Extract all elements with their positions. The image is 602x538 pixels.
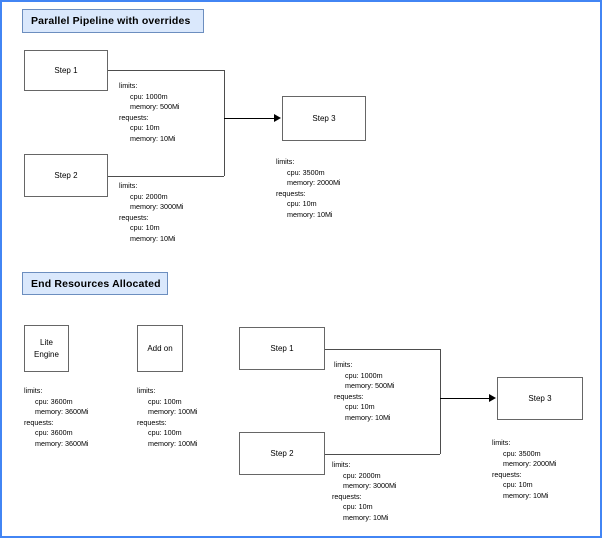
node-top-step-1[interactable]: Step 1 bbox=[24, 50, 108, 91]
node-top-step-2[interactable]: Step 2 bbox=[24, 154, 108, 197]
node-bottom-step-3-label: Step 3 bbox=[528, 393, 552, 403]
section-header-end-resources: End Resources Allocated bbox=[22, 272, 168, 295]
resources-top-step-3: limits: cpu: 3500m memory: 2000Mi reques… bbox=[276, 157, 341, 221]
limits-label: limits: bbox=[24, 386, 43, 395]
node-lite-engine[interactable]: Lite Engine bbox=[24, 325, 69, 372]
limits-memory: memory: 3600Mi bbox=[35, 407, 89, 417]
requests-label: requests: bbox=[276, 188, 306, 198]
node-add-on-label: Add on bbox=[147, 343, 173, 353]
connector-bottom-arrow-head bbox=[489, 394, 496, 402]
requests-cpu: cpu: 10m bbox=[130, 123, 160, 133]
resources-bottom-step-3: limits: cpu: 3500m memory: 2000Mi reques… bbox=[492, 438, 557, 502]
connector-top-arrow-head bbox=[274, 114, 281, 122]
limits-memory: memory: 2000Mi bbox=[287, 178, 341, 188]
connector-top-step2-horizontal bbox=[108, 176, 224, 177]
section-header-end-resources-label: End Resources Allocated bbox=[31, 277, 161, 290]
limits-memory: memory: 3000Mi bbox=[343, 481, 397, 491]
node-add-on[interactable]: Add on bbox=[137, 325, 183, 372]
node-bottom-step-1-label: Step 1 bbox=[270, 343, 294, 353]
limits-label: limits: bbox=[137, 386, 156, 395]
limits-cpu: cpu: 1000m bbox=[130, 91, 168, 101]
connector-top-arrow-line bbox=[224, 118, 274, 119]
limits-cpu: cpu: 3500m bbox=[503, 448, 541, 458]
connector-bottom-arrow-line bbox=[440, 398, 489, 399]
resources-bottom-step-2: limits: cpu: 2000m memory: 3000Mi reques… bbox=[332, 460, 397, 524]
connector-bottom-junction-vertical bbox=[440, 349, 441, 454]
requests-memory: memory: 10Mi bbox=[343, 512, 389, 522]
limits-label: limits: bbox=[334, 360, 353, 369]
requests-memory: memory: 10Mi bbox=[345, 412, 391, 422]
requests-label: requests: bbox=[332, 491, 362, 501]
node-lite-engine-label-line2: Engine bbox=[34, 349, 59, 359]
requests-label: requests: bbox=[24, 417, 54, 427]
section-header-parallel-pipeline-label: Parallel Pipeline with overrides bbox=[31, 15, 191, 27]
resources-top-step-1: limits: cpu: 1000m memory: 500Mi request… bbox=[119, 81, 180, 145]
requests-cpu: cpu: 10m bbox=[287, 199, 317, 209]
limits-cpu: cpu: 2000m bbox=[343, 470, 381, 480]
requests-memory: memory: 10Mi bbox=[130, 133, 176, 143]
connector-bottom-step2-horizontal bbox=[325, 454, 440, 455]
limits-cpu: cpu: 1000m bbox=[345, 370, 383, 380]
requests-cpu: cpu: 10m bbox=[343, 502, 373, 512]
node-top-step-1-label: Step 1 bbox=[54, 65, 78, 75]
limits-memory: memory: 500Mi bbox=[345, 381, 395, 391]
requests-label: requests: bbox=[137, 417, 167, 427]
limits-cpu: cpu: 100m bbox=[148, 396, 182, 406]
requests-cpu: cpu: 10m bbox=[345, 402, 375, 412]
resources-add-on: limits: cpu: 100m memory: 100Mi requests… bbox=[137, 386, 198, 450]
node-top-step-2-label: Step 2 bbox=[54, 170, 78, 180]
requests-memory: memory: 3600Mi bbox=[35, 438, 89, 448]
resources-lite-engine: limits: cpu: 3600m memory: 3600Mi reques… bbox=[24, 386, 89, 450]
resources-bottom-step-1: limits: cpu: 1000m memory: 500Mi request… bbox=[334, 360, 395, 424]
resources-top-step-2: limits: cpu: 2000m memory: 3000Mi reques… bbox=[119, 181, 184, 245]
node-bottom-step-2[interactable]: Step 2 bbox=[239, 432, 325, 475]
requests-memory: memory: 10Mi bbox=[503, 490, 549, 500]
requests-label: requests: bbox=[334, 391, 364, 401]
limits-memory: memory: 500Mi bbox=[130, 102, 180, 112]
node-lite-engine-label-line1: Lite bbox=[40, 337, 53, 347]
requests-memory: memory: 100Mi bbox=[148, 438, 198, 448]
requests-cpu: cpu: 100m bbox=[148, 428, 182, 438]
limits-label: limits: bbox=[119, 181, 138, 190]
limits-cpu: cpu: 3600m bbox=[35, 396, 73, 406]
requests-memory: memory: 10Mi bbox=[287, 209, 333, 219]
node-top-step-3[interactable]: Step 3 bbox=[282, 96, 366, 141]
limits-memory: memory: 100Mi bbox=[148, 407, 198, 417]
node-bottom-step-1[interactable]: Step 1 bbox=[239, 327, 325, 370]
limits-label: limits: bbox=[332, 460, 351, 469]
connector-top-junction-vertical bbox=[224, 70, 225, 176]
node-top-step-3-label: Step 3 bbox=[312, 113, 336, 123]
limits-label: limits: bbox=[492, 438, 511, 447]
requests-label: requests: bbox=[119, 112, 149, 122]
requests-label: requests: bbox=[492, 469, 522, 479]
connector-top-step1-horizontal bbox=[108, 70, 224, 71]
limits-label: limits: bbox=[119, 81, 138, 90]
requests-cpu: cpu: 3600m bbox=[35, 428, 73, 438]
requests-memory: memory: 10Mi bbox=[130, 233, 176, 243]
limits-label: limits: bbox=[276, 157, 295, 166]
limits-memory: memory: 3000Mi bbox=[130, 202, 184, 212]
connector-bottom-step1-horizontal bbox=[325, 349, 440, 350]
requests-cpu: cpu: 10m bbox=[130, 223, 160, 233]
requests-label: requests: bbox=[119, 212, 149, 222]
requests-cpu: cpu: 10m bbox=[503, 480, 533, 490]
limits-cpu: cpu: 2000m bbox=[130, 191, 168, 201]
node-bottom-step-2-label: Step 2 bbox=[270, 448, 294, 458]
section-header-parallel-pipeline: Parallel Pipeline with overrides bbox=[22, 9, 204, 33]
limits-cpu: cpu: 3500m bbox=[287, 167, 325, 177]
node-bottom-step-3[interactable]: Step 3 bbox=[497, 377, 583, 420]
limits-memory: memory: 2000Mi bbox=[503, 459, 557, 469]
